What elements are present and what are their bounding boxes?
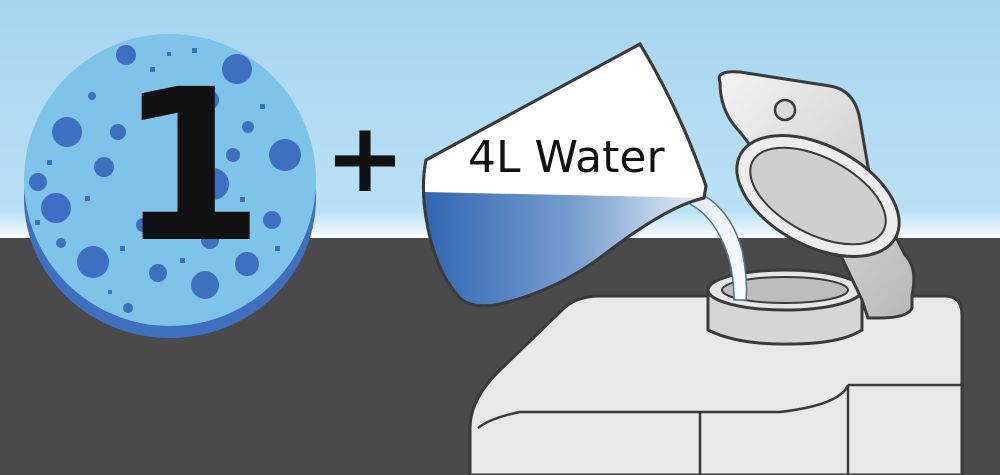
- pitcher-volume-label: 4L Water: [468, 132, 665, 183]
- measuring-jug-icon: [421, 41, 708, 308]
- effervescent-tablet-icon: [24, 34, 316, 338]
- plus-sign: +: [324, 102, 406, 214]
- step-number: 1: [118, 44, 265, 289]
- water-canister-icon: [468, 70, 964, 475]
